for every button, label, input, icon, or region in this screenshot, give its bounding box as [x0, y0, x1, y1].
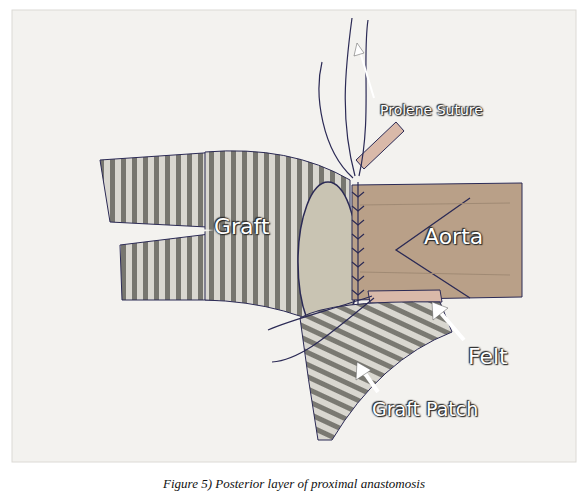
felt-strip — [356, 122, 404, 169]
part-label: Felt — [468, 344, 508, 369]
part-label: Aorta — [424, 224, 483, 249]
part-label: Graft Patch — [372, 398, 478, 420]
figure-caption: Figure 5) Posterior layer of proximal an… — [163, 476, 425, 492]
felt-strip — [368, 290, 442, 303]
leader-line — [364, 372, 378, 392]
arrowhead — [432, 302, 448, 320]
part-label: Graft — [214, 214, 270, 239]
aorta-vessel — [352, 183, 522, 300]
paper-ground — [12, 10, 576, 462]
aorta-texture — [360, 203, 510, 275]
part-label: Prolene Suture — [380, 102, 483, 118]
leader-line — [440, 312, 464, 340]
leader-line — [360, 52, 374, 98]
arrowhead — [354, 43, 364, 56]
arrowhead — [356, 362, 371, 380]
graft-fork — [98, 223, 214, 244]
prolene-suture-thread — [268, 18, 374, 362]
